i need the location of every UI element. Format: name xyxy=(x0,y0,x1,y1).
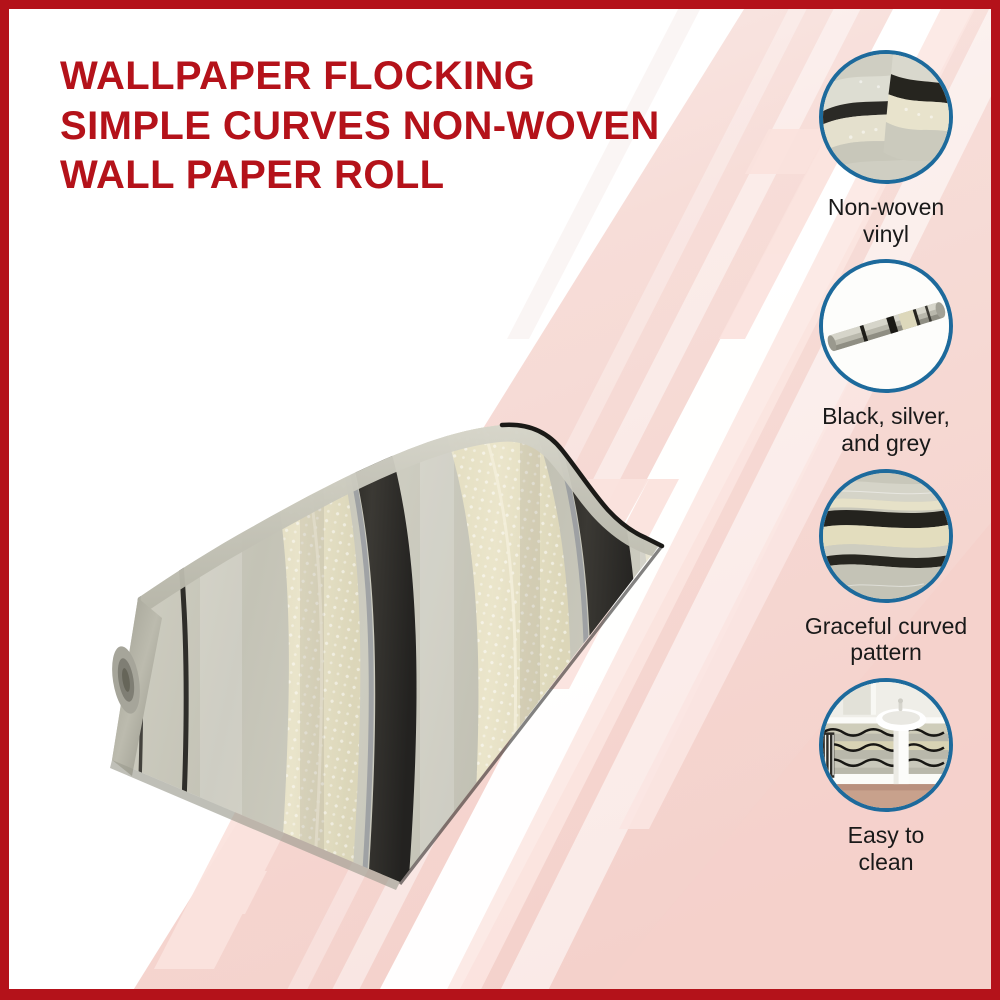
feature-label-line2: clean xyxy=(858,848,914,875)
feature-label-line2: pattern xyxy=(850,639,922,666)
bathroom-sink-icon xyxy=(819,678,953,813)
feature-list: Non-woven vinyl xyxy=(786,50,986,887)
feature-label-line1: Black, silver, xyxy=(822,403,950,430)
feature-label-line1: Easy to xyxy=(847,822,925,849)
feature-label: Non-woven vinyl xyxy=(786,194,986,247)
feature-label: Graceful curved pattern xyxy=(786,613,986,666)
curved-stripes-icon xyxy=(819,468,953,603)
border-bottom xyxy=(0,989,1000,1000)
page-title: WALLPAPER FLOCKING SIMPLE CURVES NON-WOV… xyxy=(60,54,660,198)
wallpaper-roll-photo xyxy=(0,200,760,900)
feature-easy-to-clean: Easy to clean xyxy=(786,678,986,875)
feature-label: Easy to clean xyxy=(786,822,986,875)
border-right xyxy=(991,0,1000,1000)
feature-label-line1: Non-woven xyxy=(827,194,945,220)
feature-label: Black, silver, and grey xyxy=(786,403,986,456)
wallpaper-roll-icon xyxy=(819,259,953,394)
folded-wallpaper-icon xyxy=(819,50,953,184)
feature-label-line2: and grey xyxy=(841,430,931,457)
feature-graceful-curved-pattern: Graceful curved pattern xyxy=(786,468,986,666)
feature-non-woven-vinyl: Non-woven vinyl xyxy=(786,50,986,247)
feature-label-line1: Graceful curved xyxy=(804,612,968,639)
feature-label-line2: vinyl xyxy=(862,220,909,247)
border-top xyxy=(0,0,1000,9)
border-left xyxy=(0,0,9,1000)
feature-black-silver-grey: Black, silver, and grey xyxy=(786,259,986,456)
